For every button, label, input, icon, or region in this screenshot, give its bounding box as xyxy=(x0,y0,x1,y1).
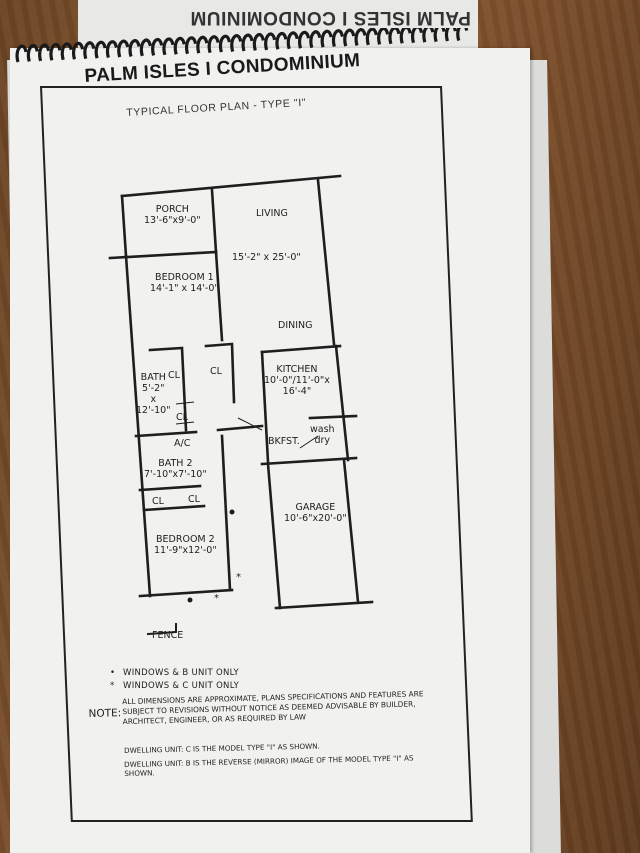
spiral-coil xyxy=(241,33,254,52)
window-b-dot xyxy=(229,509,235,515)
spiral-coil xyxy=(456,28,469,41)
window-b-dot-2 xyxy=(187,597,193,603)
closet-label-2: CL xyxy=(210,366,222,377)
wall-porch-left xyxy=(120,194,128,258)
spiral-coil xyxy=(105,40,118,59)
spiral-binding xyxy=(15,28,469,63)
spiral-coil xyxy=(128,39,141,57)
legend-item-b: • WINDOWS & B UNIT ONLY xyxy=(110,668,240,678)
wall-garage-left xyxy=(266,462,282,610)
wall-wash xyxy=(308,414,358,420)
spiral-coil xyxy=(444,28,457,42)
wall-living-right xyxy=(316,178,336,346)
wall-kitchen-top xyxy=(260,344,342,354)
spiral-coil xyxy=(83,41,96,60)
wall-left-outer xyxy=(124,254,152,598)
spiral-coil xyxy=(343,28,356,47)
wall-top xyxy=(120,174,342,198)
wall-bath2-bottom xyxy=(138,484,202,492)
spiral-coil xyxy=(354,28,367,46)
legend-item-c: * WINDOWS & C UNIT ONLY xyxy=(110,681,240,691)
wall-bed1-right xyxy=(214,250,224,342)
spiral-coil xyxy=(433,28,446,43)
wall-garage-bottom xyxy=(274,600,374,610)
closet-label-4: CL xyxy=(152,496,164,507)
spiral-coil xyxy=(94,40,107,59)
closet-label-1: CL xyxy=(168,370,180,381)
fence-label: FENCE xyxy=(152,630,184,641)
spiral-coil xyxy=(252,33,265,51)
spiral-coil xyxy=(151,37,164,56)
fence-line xyxy=(146,623,177,636)
wall-bath1-bottom xyxy=(134,430,198,438)
spiral-coil xyxy=(309,30,322,49)
wall-bed2-top xyxy=(142,504,206,512)
spiral-coil xyxy=(72,41,85,60)
spiral-coil xyxy=(60,42,73,61)
spiral-coil xyxy=(15,44,28,63)
spiral-coil xyxy=(365,28,378,46)
spiral-coil xyxy=(320,29,333,48)
bkfst-label: BKFST. xyxy=(268,436,300,447)
dot-icon: • xyxy=(110,668,116,678)
wall-porch-right xyxy=(210,188,218,254)
closet-label-3: CL xyxy=(176,412,188,423)
wall-garage-top xyxy=(260,456,358,466)
star-icon: * xyxy=(110,681,115,691)
spiral-coil xyxy=(196,35,209,54)
spiral-coil xyxy=(162,37,175,56)
spiral-coil xyxy=(286,31,299,50)
spiral-coil xyxy=(26,44,39,62)
spiral-coil xyxy=(117,39,130,58)
wall-closet xyxy=(204,342,236,404)
spiral-coil xyxy=(388,28,401,45)
window-c-star-2: * xyxy=(214,593,219,604)
closet-marks xyxy=(175,401,195,425)
living-label: LIVING xyxy=(256,208,288,219)
spiral-coil xyxy=(185,36,198,55)
wall-kitchen-right xyxy=(334,344,350,462)
spiral-coil xyxy=(218,34,231,53)
spiral-coil xyxy=(173,36,186,55)
hall-door xyxy=(237,417,263,431)
note-label: NOTE: xyxy=(88,707,122,720)
wall-garage-right xyxy=(342,458,360,604)
spiral-coil xyxy=(377,28,390,45)
spiral-coil xyxy=(399,28,412,44)
door-swing xyxy=(299,435,319,449)
wall-bottom-left xyxy=(138,588,234,598)
window-c-star: * xyxy=(236,572,241,583)
closet-label-5: CL xyxy=(188,494,200,505)
spiral-coil xyxy=(38,43,51,62)
spiral-coil xyxy=(264,32,277,51)
spiral-coil xyxy=(411,28,424,44)
dining-label: DINING xyxy=(278,320,313,331)
wall-bed2-right xyxy=(220,434,232,592)
spiral-coil xyxy=(422,28,435,43)
spiral-coil xyxy=(139,38,152,57)
spiral-coil xyxy=(230,34,243,52)
wall-porch-bottom xyxy=(108,250,218,260)
ac-label: A/C xyxy=(174,438,191,449)
spiral-coil xyxy=(275,31,288,50)
spiral-coil xyxy=(49,42,62,61)
living-size: 15'-2" x 25'-0" xyxy=(232,252,301,263)
spiral-coil xyxy=(331,29,344,48)
wall-kitchen-left xyxy=(260,350,270,464)
spiral-coil xyxy=(298,30,311,49)
spiral-coil xyxy=(207,35,220,54)
